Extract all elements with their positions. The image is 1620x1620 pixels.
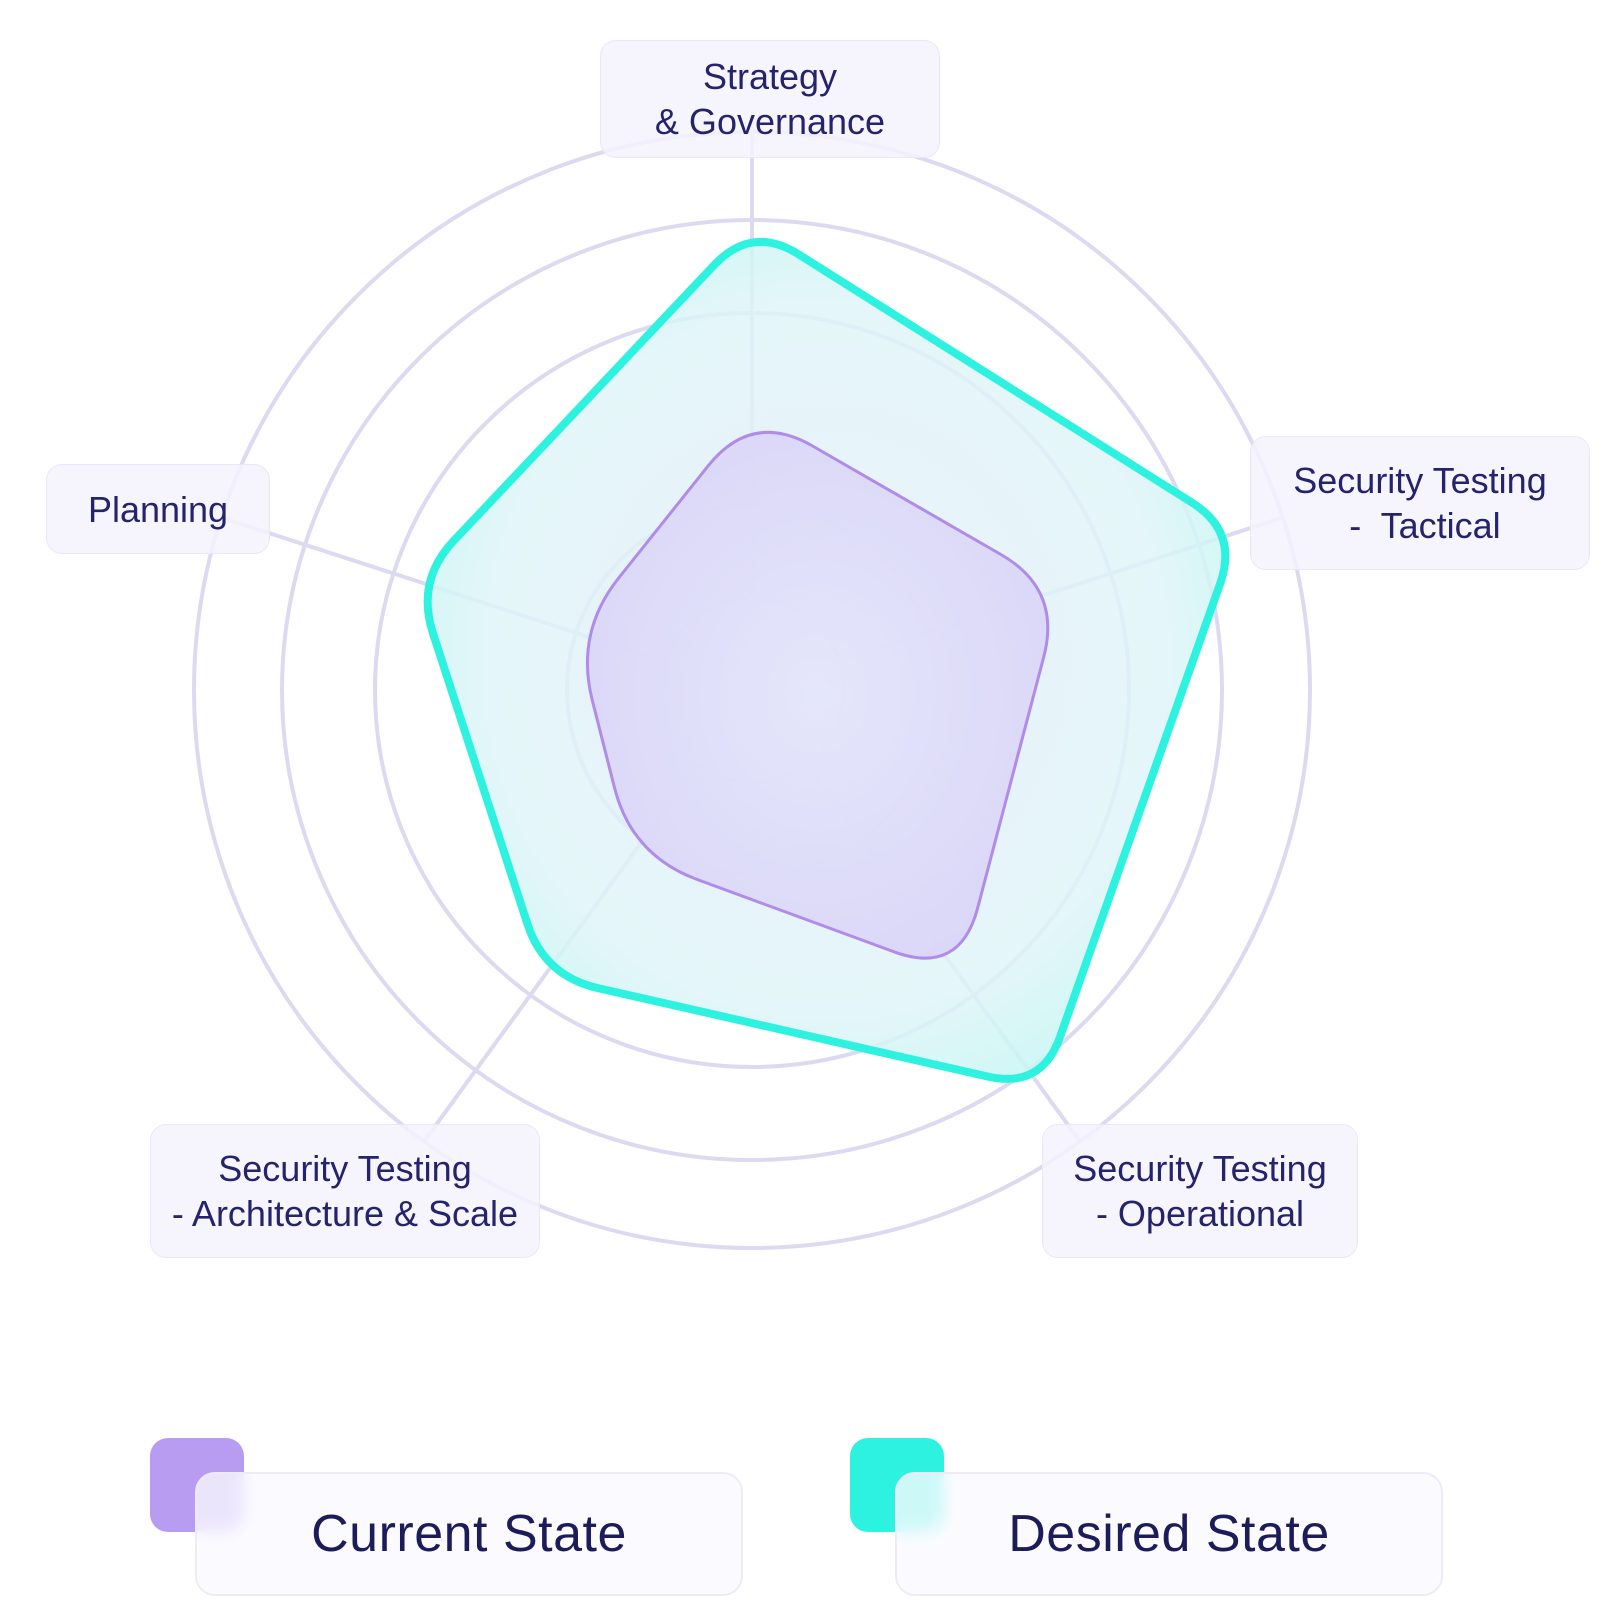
legend-item-desired: Desired State: [850, 1438, 1450, 1598]
axis-label-line: Security Testing: [1073, 1148, 1327, 1189]
legend-item-current: Current State: [150, 1438, 750, 1598]
axis-label-4: Security Testing- Architecture & Scale: [150, 1124, 540, 1258]
axis-label-line: Security Testing: [218, 1148, 472, 1189]
axis-label-line: - Tactical: [1339, 505, 1501, 546]
axis-label-line: & Governance: [654, 101, 886, 142]
axis-label-3: Security Testing- Operational: [1042, 1124, 1358, 1258]
axis-label-line: - Architecture & Scale: [171, 1193, 519, 1234]
axis-label-line: - Operational: [1095, 1193, 1305, 1234]
axis-label-line: Security Testing: [1293, 460, 1547, 501]
radar-series: [423, 237, 1230, 1083]
desired-state-label: Desired State: [895, 1472, 1443, 1596]
axis-label-2: Security Testing - Tactical: [1250, 436, 1590, 570]
axis-label-1: Strategy& Governance: [600, 40, 940, 158]
series-area-current-state: [586, 430, 1050, 960]
current-state-label: Current State: [195, 1472, 743, 1596]
axis-label-line: Strategy: [702, 56, 838, 97]
axis-label-line: Planning: [87, 488, 229, 530]
axis-label-5: Planning: [46, 464, 270, 554]
